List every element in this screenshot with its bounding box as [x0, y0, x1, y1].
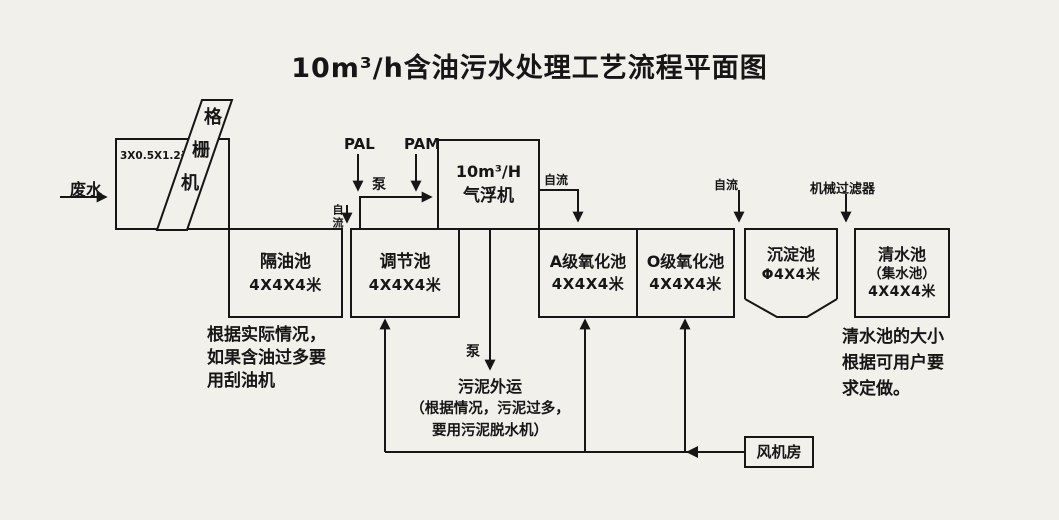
- fan-room-name: 风机房: [756, 442, 802, 461]
- clean-note-line-1: 清水池的大小: [842, 327, 944, 347]
- bar-screen-size: 3X0.5X1.2米: [120, 150, 192, 162]
- sedimentation-funnel: [744, 298, 838, 318]
- clean-water-note: 清水池的大小 根据可用户要 求定做。: [842, 324, 944, 402]
- bar-screen-parallelogram: [155, 99, 234, 231]
- oxidation-tank-o: O级氧化池 4X4X4米: [636, 228, 735, 318]
- regulating-size: 4X4X4米: [368, 275, 442, 294]
- oxidation-a-size: 4X4X4米: [551, 275, 625, 294]
- pump-pipe: [359, 191, 433, 228]
- air-flow-arrowhead: [686, 446, 698, 458]
- oil-separator-tank: 隔油池 4X4X4米: [228, 228, 343, 318]
- pam-label: PAM: [404, 135, 441, 153]
- clean-water-alias: （集水池）: [868, 265, 936, 282]
- bar-screen-char-2: 栅: [192, 140, 210, 161]
- oxidation-a-name: A级氧化池: [549, 252, 627, 272]
- clean-water-tank: 清水池 （集水池） 4X4X4米: [854, 228, 950, 318]
- pump-dosing-label: 泵: [372, 177, 386, 193]
- clean-water-name: 清水池: [877, 245, 926, 265]
- oil-note-line-3: 用刮油机: [207, 371, 275, 391]
- oxidation-o-size: 4X4X4米: [649, 275, 722, 294]
- sludge-note: 污泥外运 （根据情况，污泥过多， 要用污泥脱水机）: [398, 376, 582, 442]
- flotation-name: 气浮机: [463, 185, 514, 206]
- clean-water-size: 4X4X4米: [868, 283, 936, 300]
- sedimentation-name: 沉淀池: [766, 245, 815, 264]
- regulating-tank: 调节池 4X4X4米: [350, 228, 460, 318]
- regulating-name: 调节池: [379, 251, 431, 272]
- pump-sludge-label: 泵: [466, 344, 480, 360]
- oxidation-o-name: O级氧化池: [646, 252, 725, 272]
- gravity-label-3: 自流: [714, 178, 739, 192]
- mech-filter-label: 机械过滤器: [810, 182, 876, 197]
- sedimentation-tank: 沉淀池 Φ4X4米: [744, 228, 838, 299]
- clean-note-line-2: 根据可用户要: [842, 353, 944, 373]
- gravity-label-2: 自流: [544, 173, 569, 187]
- bar-screen-char-3: 机: [181, 173, 199, 194]
- feed-label: 废水: [70, 180, 103, 199]
- oxidation-tank-a: A级氧化池 4X4X4米: [538, 228, 638, 318]
- clean-note-line-3: 求定做。: [842, 379, 910, 399]
- pal-label: PAL: [344, 135, 375, 153]
- fan-room-box: 风机房: [744, 436, 814, 468]
- bar-screen-char-1: 格: [204, 107, 222, 128]
- sludge-note-line-2: （根据情况，污泥过多，: [410, 401, 570, 417]
- air-flotation-unit: 10m³/H 气浮机: [437, 139, 540, 230]
- sludge-note-line-3: 要用污泥脱水机）: [432, 423, 548, 439]
- oil-separator-name: 隔油池: [260, 251, 311, 272]
- oil-separator-size: 4X4X4米: [249, 275, 322, 294]
- gravity-label-1: 自流: [331, 204, 344, 230]
- diagram-title: 10m³/h含油污水处理工艺流程平面图: [291, 53, 768, 84]
- flotation-outlet-pipe: [540, 189, 584, 223]
- sludge-note-line-1: 污泥外运: [457, 377, 522, 396]
- oil-note-line-1: 根据实际情况，: [207, 325, 326, 345]
- flotation-capacity: 10m³/H: [455, 162, 522, 182]
- oil-scraper-note: 根据实际情况， 如果含油过多要 用刮油机: [207, 324, 326, 393]
- oil-note-line-2: 如果含油过多要: [207, 348, 326, 368]
- sedimentation-size: Φ4X4米: [761, 266, 821, 283]
